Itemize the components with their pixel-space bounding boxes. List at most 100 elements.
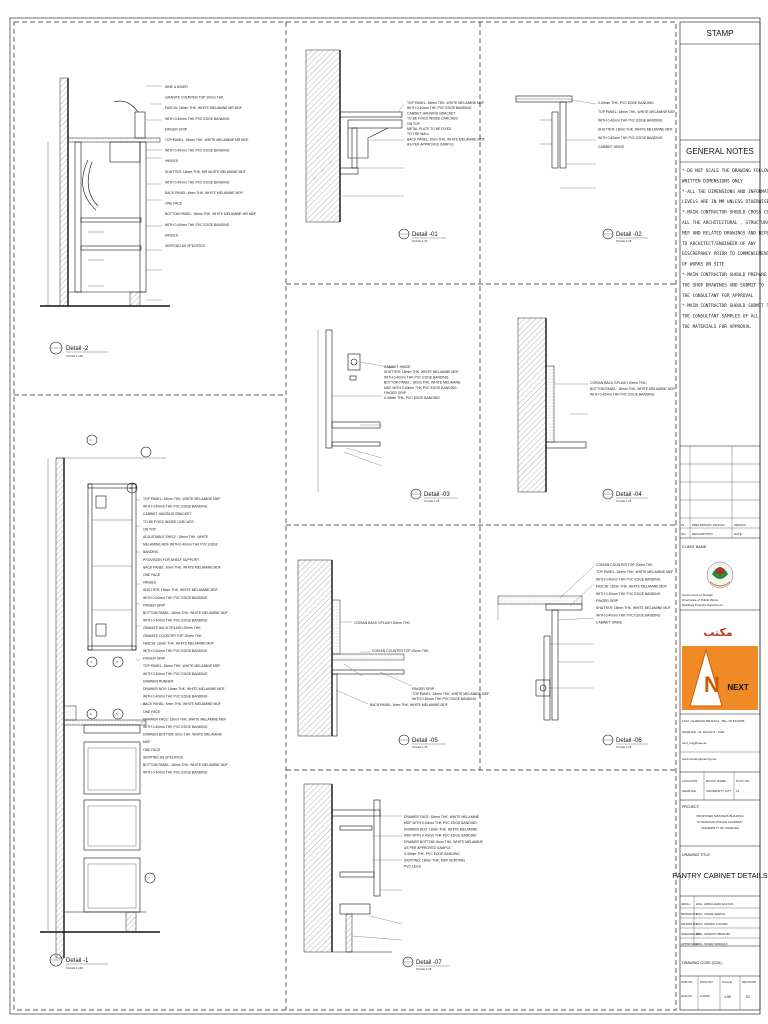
project-label: PROJECT: [682, 805, 700, 809]
callout-label: WITH 0.40mm THK PVC EDGE BANDING [384, 375, 449, 379]
detail-06-scale: SCALE 1:25 [616, 745, 632, 749]
callout-label: DRAWER BOTTOM: 6mm THK. WHITE MELAMINE [404, 840, 484, 844]
callout-label: HINGES [165, 159, 179, 163]
callout-label: CORIAN BACK SPLASH 20mm THK. [590, 381, 647, 385]
block-label: BLOCK NAME: [706, 779, 727, 783]
callout-label: TOP PANEL: 18mm THK. WHITE MELAMINE MDF [407, 101, 484, 105]
general-notes: *-DO NOT SCALE THE DRAWING FOLLOW WRITTE… [682, 168, 768, 330]
job-no: 2011/12 [681, 994, 692, 998]
callout-label: FINGER GRIP [384, 391, 407, 395]
detail-01-scale: SCALE 1:25 [412, 239, 428, 243]
callout-label: TO BE FIXED INSIDE CARCASS [407, 117, 458, 121]
project-line-2: IN SHARJAH POLICE ACADEMY [697, 820, 742, 824]
callout-label: AS PER APPROVED SAMPLE [404, 846, 451, 850]
callout-label: CORIAN COUNTER TOP 20mm THK. [372, 649, 430, 653]
general-note-line: MEP AND RELATED DRAWINGS AND REPORT [682, 230, 768, 236]
general-note-line: *-MAIN CONTRACTOR SHOULD PREPARE [682, 272, 767, 278]
callout-label: DRAWER FACE: 18mm THK. WHITE MELAMINE MD… [143, 717, 226, 721]
consultant-email: next_eng@uae.ae [682, 741, 707, 745]
staff-name: ENG. AHMAD YOUSEF [696, 922, 728, 926]
detail-07-scale: SCALE 1:25 [416, 967, 432, 971]
callout-label: SHUTTER: 18mm THK. WHITE MELAMINE MDF [598, 127, 673, 131]
dwg-no-label: DWG NO. [700, 980, 714, 984]
staff-role: DRAWN BY [681, 922, 697, 926]
detail-05: CORIAN BACK SPLASH 20mm THK. CORIAN COUNT… [297, 559, 489, 749]
svg-text:6: 6 [90, 712, 92, 716]
staff-name: ENG. ABDULHADI ELIOAN [696, 902, 733, 906]
detail-01: TOP PANEL: 18mm THK. WHITE MELAMINE MDFW… [305, 49, 485, 243]
svg-text:مكتب: مكتب [703, 626, 732, 639]
callout-label: DRAWER FACE: 18mm THK. WHITE MELAMINE [404, 815, 480, 819]
detail-02-scale: SCALE 1:25 [616, 239, 632, 243]
callout-label: DRAWER BOTTOM: 6mm THK. WHITE MELAMINE [143, 733, 223, 737]
general-note-line: TO ARCHITECT/ENGINEER OF ANY [682, 241, 756, 247]
callout-label: DRAWER BOX: 18mm THK. WHITE MELAMINE [404, 827, 478, 831]
svg-text:4: 4 [90, 660, 92, 664]
callout-label: BACK PANEL: 6mm THK. WHITE MELAMINE MDF [165, 191, 243, 195]
project-line-1: PROPOSED MASTERS BUILDING [696, 814, 744, 818]
dwg-no: A-6029 [700, 994, 710, 998]
callout-label: ONE FACE [143, 748, 161, 752]
detail-1-scale: SCALE 1:100 [66, 966, 83, 970]
callout-label: CABINET HANGING BRACKET [143, 512, 191, 516]
rev-description-header: DESCRIPTION [692, 532, 713, 536]
callout-label: WITH 0.40mm THK PVC EDGE BANDING [143, 619, 208, 623]
rev-date: 29/04/10 [734, 523, 746, 527]
callout-label: DRAWER RUNNER [143, 679, 174, 683]
callout-label: MDF [143, 740, 150, 744]
callout-label: TOP PANEL: 18mm THK. WHITE MELAMINE MDF [596, 570, 673, 574]
detail-2-title: Detail -2 [66, 346, 89, 352]
callout-label: BOTTOM PANEL: 18mm THK. WHITE MELAMINE M… [143, 611, 228, 615]
general-note-line: DISCREPANCY PRIOR TO COMMENCEMENT [682, 251, 768, 257]
svg-text:5: 5 [116, 712, 118, 716]
callout-label: TOP PANEL: 18mm THK. WHITE MELAMINE MDF [598, 110, 675, 114]
callout-label: GRANITE COUNTER TOP 20mm THK. [143, 634, 203, 638]
callout-label: BACK PANEL: 6mm THK. WHITE MELAMINE MDF [143, 702, 221, 706]
svg-text:N: N [704, 672, 720, 697]
job-no-label: JOB NO. [681, 980, 693, 984]
callout-label: CABINET HINGE [598, 145, 625, 149]
callout-label: WITH 0.40mm THK PVC EDGE BANDING [412, 697, 477, 701]
callout-label: BOTTOM PANEL: 18mm THK. WHITE MELAMINE M… [165, 212, 256, 216]
callout-label: CORIAN BACK SPLASH 20mm THK. [354, 621, 411, 625]
detail-03-scale: SCALE 1:25 [424, 499, 440, 503]
callout-label: WITH 0.40mm THK PVC EDGE BANDING [165, 149, 230, 153]
general-note-line: OF WORKS ON SITE [682, 262, 725, 268]
drawing-title: PANTRY CABINET DETAILS [672, 871, 767, 880]
consultant-address-2: SHARJAH - AL MAJAZ 3 - UAE [682, 730, 724, 734]
title-block: STAMP GENERAL NOTES *-DO NOT SCALE THE D… [672, 21, 768, 1011]
rev-no-header: NO. [681, 532, 687, 536]
callout-label: CABINET HANGING BRACKET [407, 111, 455, 115]
callout-label: CORIAN COUNTER TOP 20mm THK. [596, 563, 654, 567]
svg-text:1: 1 [90, 438, 92, 442]
detail-07-title: Detail -07 [416, 960, 442, 966]
detail-04-scale: SCALE 1:25 [616, 499, 632, 503]
callout-label: BACK PANEL: 6mm THK. WHITE MELAMINE MDF [407, 137, 485, 141]
callout-label: MELAMINE MDF WITH 0.40mm THK PVC EDGE [143, 543, 219, 547]
rev-label: REVISION [742, 980, 756, 984]
svg-text:3: 3 [116, 660, 118, 664]
svg-text:2: 2 [130, 486, 132, 490]
plot-value: 12 [736, 789, 740, 793]
callout-label: GRANITE COUNTER TOP 20mm THK. [165, 96, 225, 100]
callout-label: FINGER GRIP [596, 599, 619, 603]
callout-label: FASCIA: 18mm THK. WHITE MELAMINE MDF [596, 585, 667, 589]
callout-label: HINGES [143, 581, 157, 585]
block-value: UNIVERSITY CITY [706, 789, 732, 793]
general-note-line: THE MATERIALS FOR APPROVAL [682, 324, 751, 330]
rev-value: 01 [746, 995, 750, 999]
drawing-title-label: DRAWING TITLE: [682, 853, 711, 857]
callout-label: MDF WITH 0.40mm THK PVC EDGE BANDING [384, 386, 457, 390]
general-notes-title: GENERAL NOTES [686, 147, 754, 156]
callout-label: WITH 0.40mm THK PVC EDGE BANDING [143, 596, 208, 600]
staff-role: ARCH. [681, 902, 691, 906]
rev-no: 01 [681, 523, 685, 527]
callout-label: HINGES [165, 233, 179, 237]
rev-description: PRELIMINARY DESIGN [692, 523, 725, 527]
detail-02-title: Detail -02 [616, 232, 642, 238]
callout-label: 0.40mm THK. PVC EDGE BANDING [384, 396, 440, 400]
callout-label: WITH 0.40mm THK PVC EDGE BANDING [590, 393, 655, 397]
client-dept-1: Directorate of Public Works [682, 598, 719, 602]
callout-label: WITH 0.40mm THK PVC EDGE BANDING [165, 180, 230, 184]
